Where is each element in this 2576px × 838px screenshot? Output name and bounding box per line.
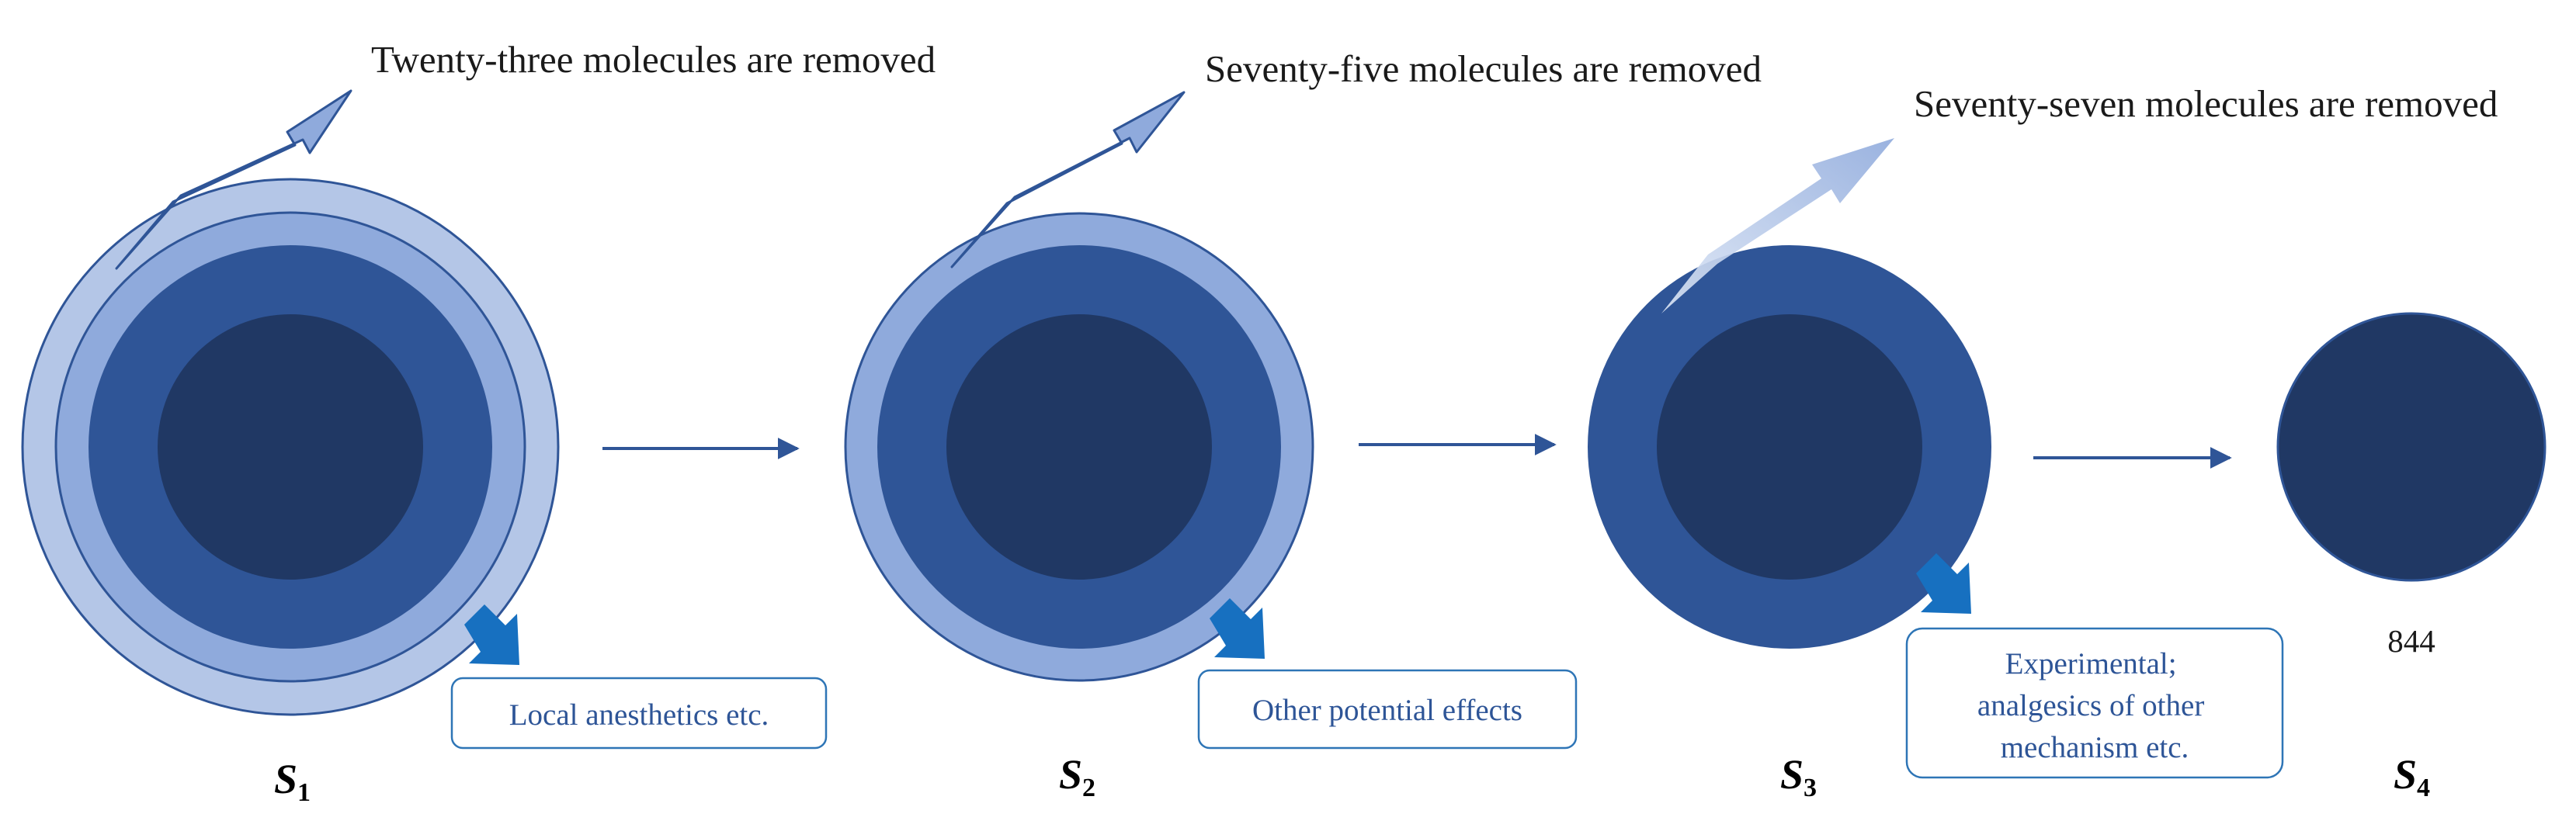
s1-effect-text: Local anesthetics etc. [509, 698, 769, 732]
s1-removal-arrow-icon [115, 89, 352, 270]
s3-stage-label: S3 [1780, 751, 1817, 802]
stage-s4: 844 S4 [2276, 312, 2546, 802]
stage-s3: Seventy-seven molecules are removed Expe… [1588, 82, 2498, 802]
stage-s2: Seventy-five molecules are removed Other… [844, 47, 1762, 802]
s4-stage-label: S4 [2394, 751, 2430, 802]
s1-effect-box [450, 677, 828, 750]
s2-effect-arrow-icon [1210, 598, 1265, 659]
s3-removal-arrow-icon [1661, 138, 1894, 313]
s3-symbol: S [1780, 751, 1804, 798]
s1-removed-label: Twenty-three molecules are removed [371, 38, 936, 81]
s1-effect-arrow-icon [464, 604, 519, 665]
s3-effect-line-1: Experimental; [2005, 647, 2177, 680]
s2-removal-arrow-icon [950, 91, 1186, 268]
s3-effect-box [1905, 627, 2284, 779]
s2-subscript: 2 [1082, 774, 1095, 802]
s2-core [946, 314, 1212, 580]
s4-core [2276, 312, 2546, 582]
s1-subscript: 1 [297, 778, 311, 807]
s3-removed-label: Seventy-seven molecules are removed [1914, 82, 2498, 125]
s3-core [1657, 314, 1922, 580]
s3-subscript: 3 [1804, 774, 1817, 802]
s2-removed-label: Seventy-five molecules are removed [1205, 47, 1762, 90]
s3-effect-line-3: mechanism etc. [2001, 731, 2189, 764]
s4-count-label: 844 [2387, 623, 2435, 659]
s1-symbol: S [274, 756, 297, 802]
s2-effect-text: Other potential effects [1252, 694, 1522, 727]
s1-stage-label: S1 [274, 756, 311, 807]
s3-effect-text: Experimental; analgesics of other mechan… [1977, 647, 2212, 764]
s4-subscript: 4 [2417, 774, 2430, 802]
s2-stage-label: S2 [1059, 751, 1095, 802]
s2-symbol: S [1059, 751, 1082, 798]
s3-effect-arrow-icon [1916, 553, 1971, 614]
s2-effect-box [1197, 669, 1578, 750]
stage-s1: Twenty-three molecules are removed Local… [21, 38, 936, 807]
s1-core [158, 314, 423, 580]
s3-effect-line-2: analgesics of other [1977, 689, 2204, 722]
s4-symbol: S [2394, 751, 2417, 798]
